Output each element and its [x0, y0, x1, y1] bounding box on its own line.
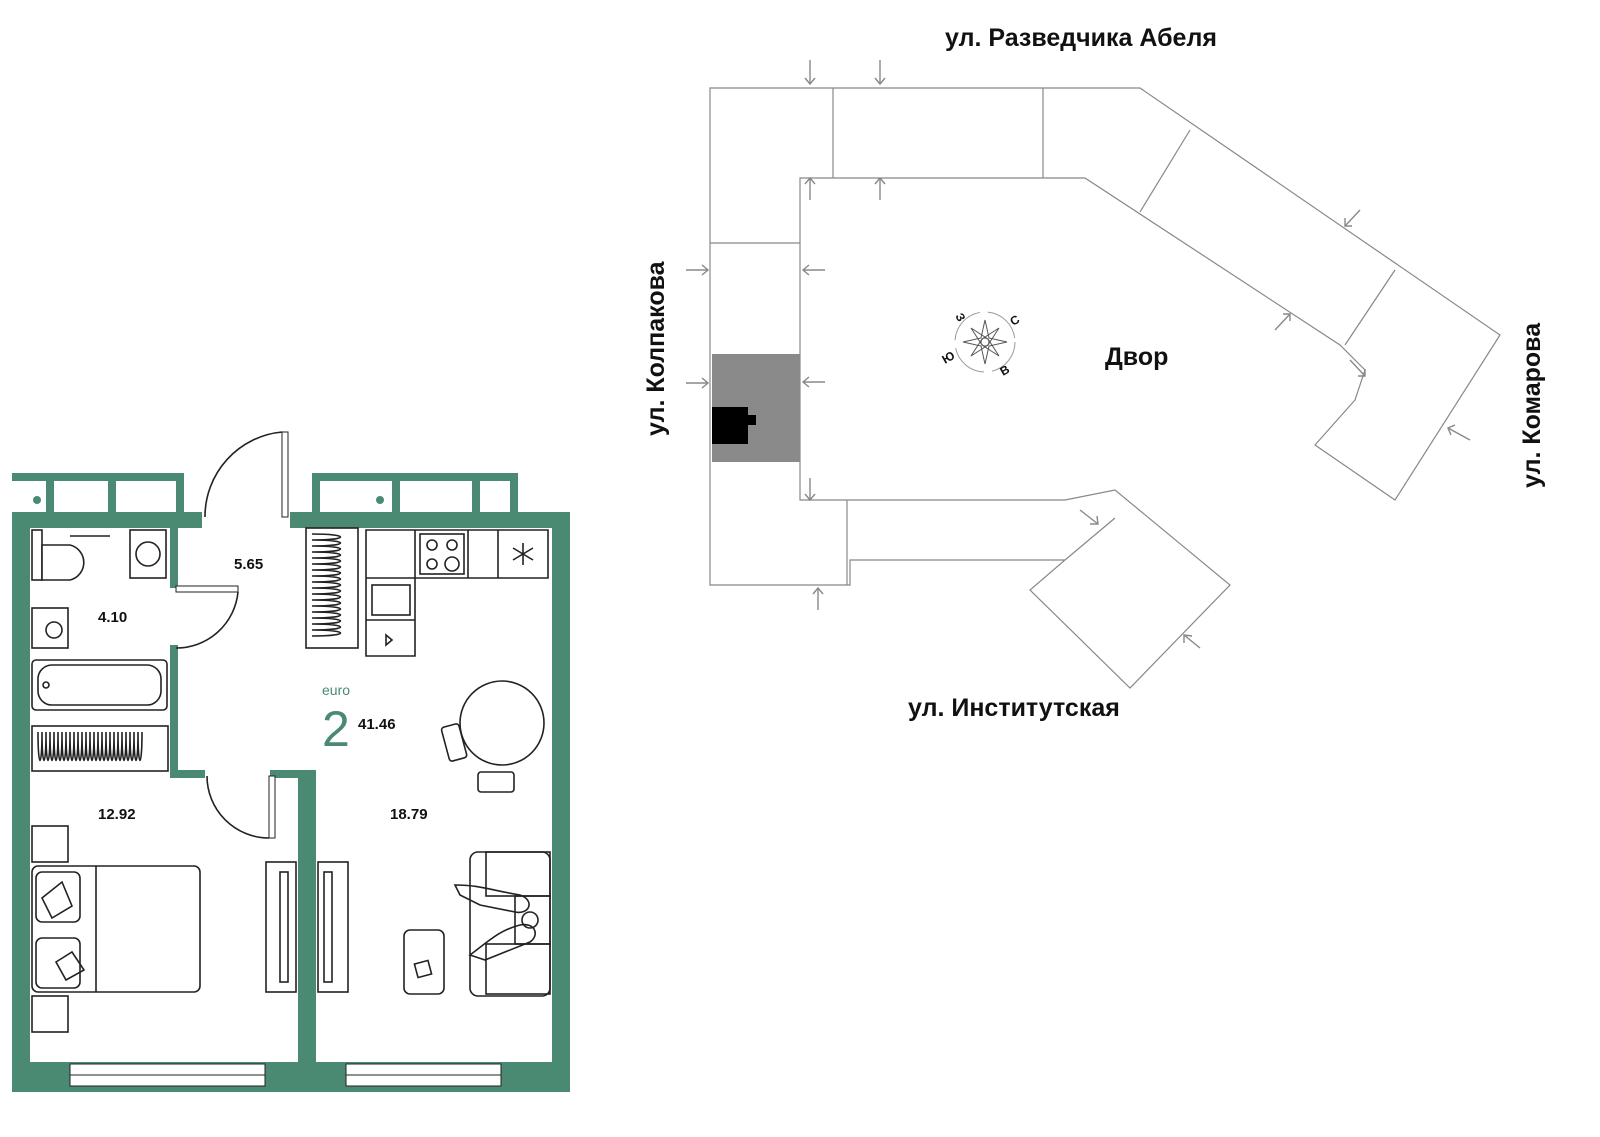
yard-label: Двор [1105, 343, 1168, 371]
compass-east: В [998, 362, 1013, 379]
area-bedroom: 12.92 [98, 806, 136, 823]
dining-table [440, 680, 545, 793]
washing-machine-icon [129, 529, 167, 579]
room-count: 2 [322, 701, 350, 757]
stove-icon [419, 533, 465, 575]
area-hallway: 5.65 [234, 556, 263, 573]
balcony-right [312, 473, 518, 513]
snowflake-icon [512, 543, 534, 565]
building-outline [709, 87, 1501, 689]
bathtub-icon [31, 659, 168, 711]
tv-stand [265, 861, 349, 993]
site-plan: С З Ю В Двор ул. Разведчика Абеля ул. Ин… [642, 24, 1546, 722]
nightstand-top [31, 825, 69, 863]
apartment-type: euro [322, 682, 350, 698]
doors [175, 431, 289, 839]
compass-north: С [1008, 312, 1023, 329]
compass-west: З [952, 311, 968, 325]
sofa-icon [453, 851, 551, 997]
total-area: 41.46 [358, 716, 396, 733]
area-living-kitchen: 18.79 [390, 806, 428, 823]
floor-plan: 4.10 5.65 12.92 18.79 euro 2 41.46 [12, 431, 570, 1092]
building-sections [710, 88, 1396, 585]
nightstand-bottom [31, 995, 69, 1033]
apartment-marker [712, 407, 756, 444]
street-left: ул. Колпакова [642, 260, 670, 436]
sink-icon [31, 607, 69, 649]
street-right: ул. Комарова [1518, 322, 1546, 488]
balcony-left [12, 473, 184, 513]
kitchen-counter [365, 529, 549, 657]
bed-icon [31, 865, 201, 993]
coffee-table [403, 929, 445, 995]
toilet-icon [31, 529, 85, 581]
radiator-icon [31, 725, 169, 772]
compass-south: Ю [940, 348, 958, 366]
area-bathroom: 4.10 [98, 609, 127, 626]
compass-rose-icon: С З Ю В [940, 311, 1023, 379]
street-top: ул. Разведчика Абеля [945, 24, 1217, 52]
entrance-arrow-icon [686, 60, 1471, 649]
street-bottom: ул. Институтская [908, 694, 1120, 722]
windows [69, 1063, 502, 1087]
radiator-icon-2 [305, 527, 359, 649]
